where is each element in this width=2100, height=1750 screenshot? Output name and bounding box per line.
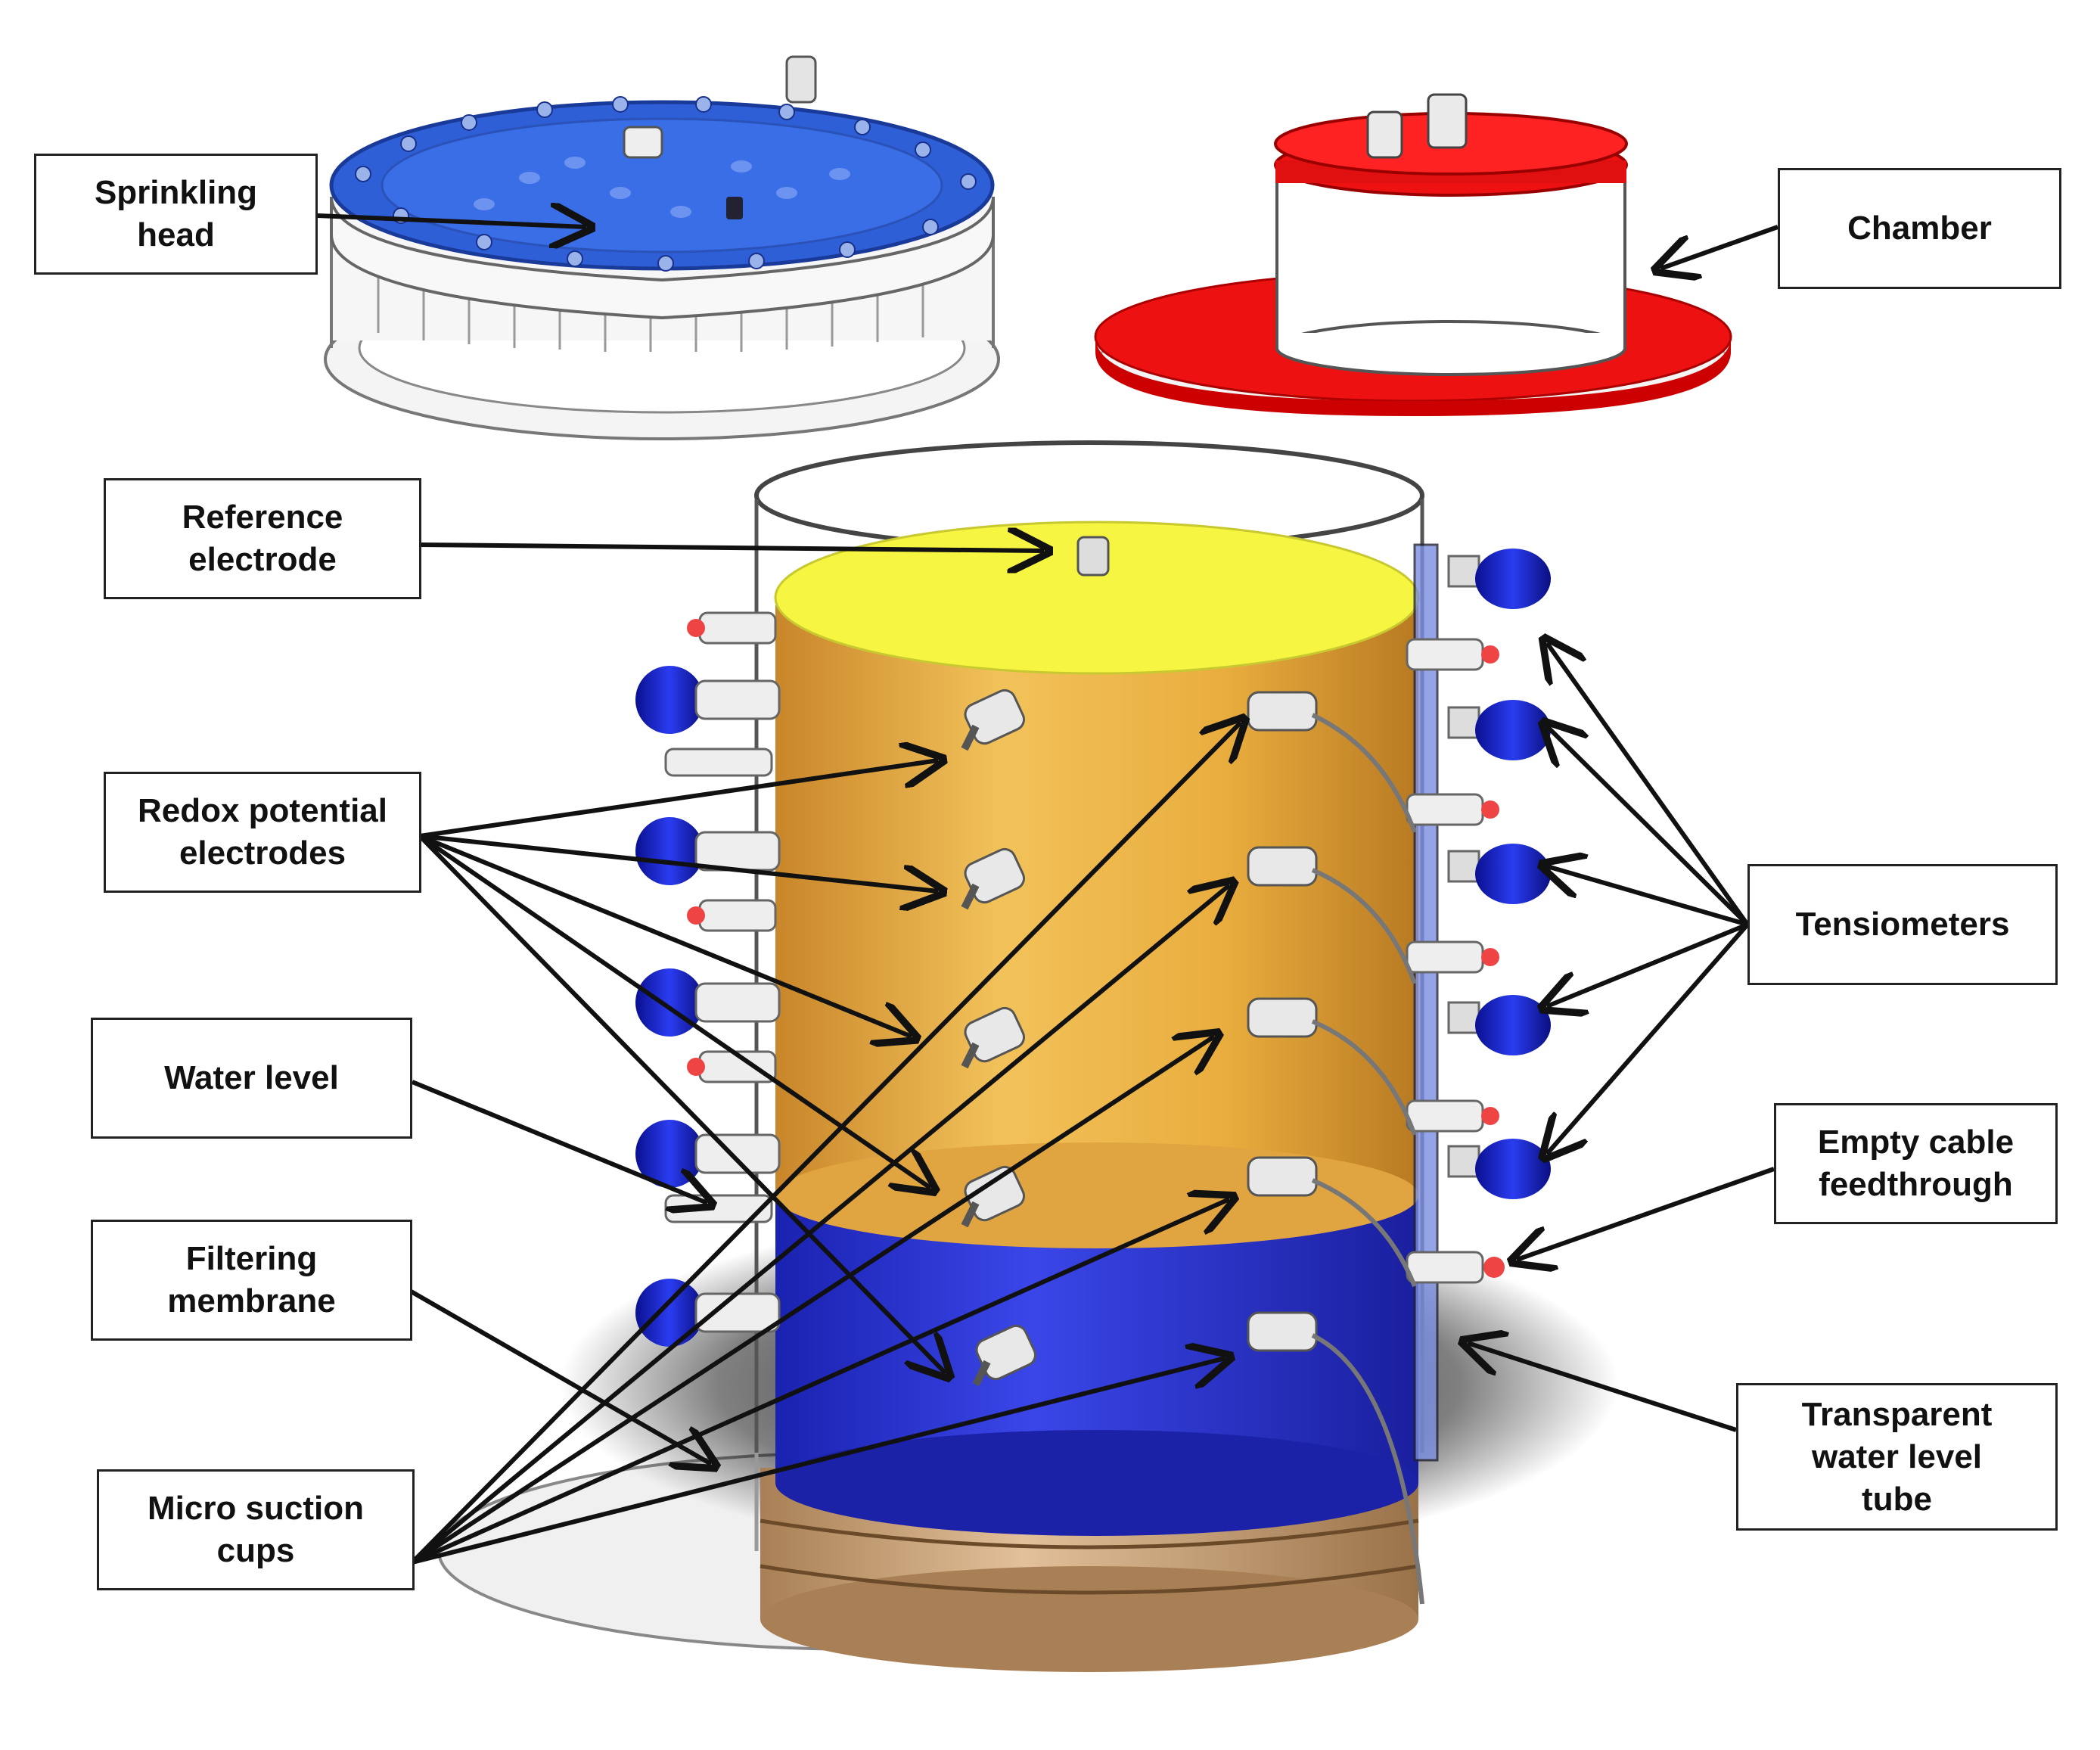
arrow-empty-cable-feedthrough: [1517, 1167, 1775, 1260]
suction-cup-fitting-icon: [1247, 846, 1417, 985]
label-tensiometers: Tensiometers: [1747, 864, 2058, 985]
threaded-electrode-icon: [961, 1006, 1026, 1069]
red-tip-fitting-icon: [1406, 940, 1499, 974]
white-fitting-icon: [664, 748, 773, 777]
red-tip-fitting-icon: [687, 899, 777, 932]
arrow-chamber: [1660, 225, 1779, 269]
label-micro-suction-cups: Micro suction cups: [97, 1469, 415, 1590]
suction-cup-fitting-icon: [1247, 1156, 1417, 1288]
arrow-redox-1: [419, 760, 938, 838]
blue-cap-probe-icon: [635, 1120, 781, 1188]
suction-cup-fitting-icon: [1247, 997, 1417, 1136]
arrow-redox-5: [418, 834, 946, 1373]
label-empty-cable-feedthrough: Empty cable feedthrough: [1774, 1103, 2058, 1224]
left-side-fittings: [635, 611, 781, 1347]
arrow-tensiometer-5: [1547, 923, 1750, 1154]
red-tip-fitting-icon: [687, 611, 777, 645]
arrow-sprinkling-head: [317, 216, 586, 227]
soil-column-drawing: [437, 440, 1619, 1672]
arrow-redox-3: [418, 834, 912, 1037]
arrow-suction-3: [411, 1037, 1214, 1565]
callout-arrows: [317, 216, 1779, 1565]
arrow-water-level: [411, 1080, 707, 1203]
white-fitting-icon: [664, 1194, 773, 1223]
arrow-tensiometer-3: [1547, 866, 1748, 927]
red-tip-fitting-icon: [1406, 638, 1499, 671]
label-chamber: Chamber: [1778, 168, 2061, 289]
blue-cap-probe-icon: [1447, 549, 1551, 609]
arrow-transparent-tube: [1468, 1343, 1737, 1432]
blue-cap-probe-icon: [1447, 995, 1551, 1055]
arrow-reference-electrode: [419, 545, 1044, 551]
threaded-electrode-icon: [961, 1165, 1026, 1228]
arrow-redox-2: [419, 834, 938, 891]
label-sprinkling-head: Sprinkling head: [34, 154, 318, 275]
arrow-suction-2: [411, 885, 1229, 1565]
front-probes: [961, 688, 1424, 1605]
suction-cup-fitting-icon: [1247, 691, 1417, 834]
arrow-suction-1: [410, 723, 1241, 1565]
sprinkling-head-drawing: [324, 55, 1000, 440]
arrow-tensiometer-4: [1547, 922, 1749, 1006]
arrow-filtering-membrane: [407, 1288, 711, 1464]
label-reference-electrode: Reference electrode: [104, 478, 421, 599]
red-tip-fitting-icon: [687, 1050, 777, 1083]
arrow-tensiometer-1: [1547, 643, 1750, 926]
label-filtering-membrane: Filtering membrane: [91, 1220, 412, 1341]
arrow-redox-4: [418, 834, 930, 1188]
suction-cup-fitting-icon: [1247, 1311, 1424, 1605]
blue-cap-probe-icon: [1447, 700, 1551, 760]
label-transparent-water-level-tube: Transparent water level tube: [1736, 1383, 2058, 1531]
threaded-electrode-icon: [961, 847, 1026, 910]
red-tip-fitting-icon: [1406, 1099, 1499, 1133]
arrow-suction-5: [412, 1358, 1226, 1565]
label-water-level: Water level: [91, 1018, 412, 1139]
chamber-drawing: [1094, 93, 1732, 416]
red-tip-fitting-icon: [1406, 793, 1499, 826]
blue-cap-probe-icon: [635, 666, 781, 734]
arrow-tensiometer-2: [1547, 726, 1750, 927]
threaded-electrode-icon: [972, 1324, 1037, 1387]
threaded-electrode-icon: [961, 688, 1026, 751]
label-redox-potential-electrodes: Redox potential electrodes: [104, 772, 421, 893]
arrow-suction-4: [411, 1199, 1229, 1565]
blue-cap-probe-icon: [1447, 1139, 1551, 1199]
blue-cap-probe-icon: [1447, 844, 1551, 904]
